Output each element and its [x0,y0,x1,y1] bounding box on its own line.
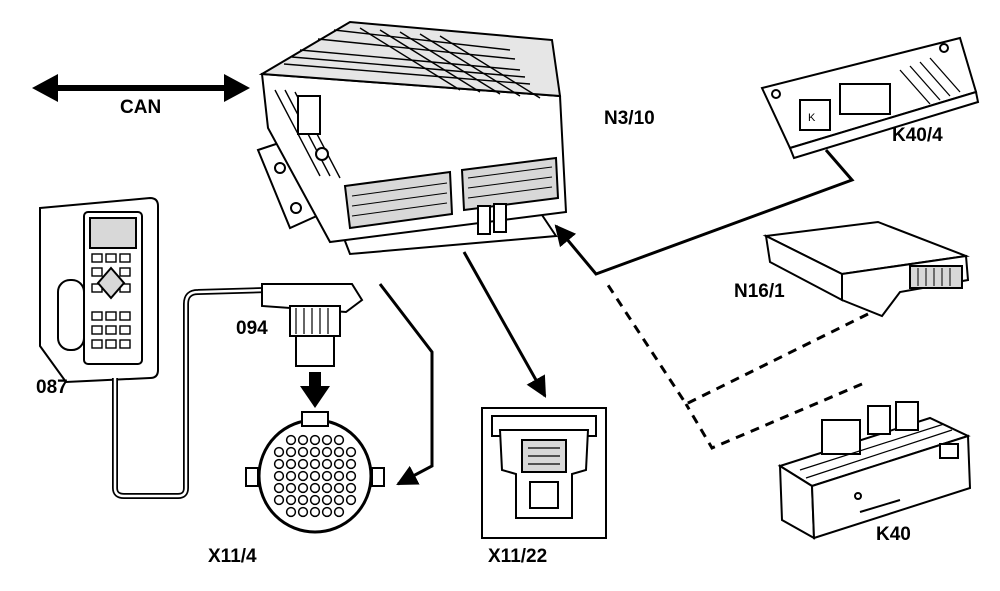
label-can: CAN [120,97,162,118]
hand-tester-087 [39,196,159,384]
socket-pin-hole [321,506,333,518]
label-k40-4: K40/4 [892,125,943,146]
socket-pin-hole [333,446,345,458]
socket-pin-hole [309,470,321,482]
connector-x11-22 [481,407,607,539]
relay-block-k40 [777,401,972,540]
socket-pins [273,434,357,518]
socket-pin-hole [273,458,285,470]
label-087: 087 [36,377,68,398]
label-x11-4: X11/4 [208,546,257,567]
socket-pin-hole [309,446,321,458]
socket-pin-hole [321,482,333,494]
label-094: 094 [236,318,268,339]
socket-pin-hole [345,446,357,458]
socket-pin-hole [333,506,345,518]
socket-pin-hole [345,458,357,470]
relay-k-marking: K [808,112,816,124]
socket-pin-hole [285,482,297,494]
relay-module-k40-4: K [760,36,980,160]
lead-n16-1-dashed [604,281,869,406]
socket-pin-hole [333,482,345,494]
socket-pin-hole [285,458,297,470]
control-unit-n3-10 [256,20,568,256]
socket-pin-hole [273,494,285,506]
socket-pin-hole [309,506,321,518]
socket-pin-hole [273,446,285,458]
lead-n3-10-to-x11-4 [378,283,434,486]
label-n16-1: N16/1 [734,281,785,302]
socket-pin-hole [297,470,309,482]
socket-pin-hole [333,470,345,482]
socket-pin-hole [297,434,309,446]
socket-pin-hole [345,470,357,482]
socket-pin-hole [309,494,321,506]
diagnostic-socket-x11-4 [245,411,385,534]
socket-pin-hole [333,458,345,470]
socket-pin-hole [309,458,321,470]
socket-pin-hole [321,446,333,458]
socket-pin-hole [273,482,285,494]
socket-pin-hole [285,446,297,458]
socket-pin-hole [285,434,297,446]
socket-pin-hole [297,458,309,470]
lead-k40-dashed [684,382,863,450]
socket-pin-hole [321,494,333,506]
adapter-plug-094 [261,283,364,367]
socket-pin-hole [309,482,321,494]
socket-pin-hole [345,482,357,494]
socket-pin-hole [297,446,309,458]
label-n3-10: N3/10 [604,108,655,129]
socket-pin-hole [345,494,357,506]
dashed-leads [604,281,869,450]
socket-pin-hole [333,494,345,506]
socket-pin-hole [297,482,309,494]
wiring-leads [378,149,855,486]
socket-pin-hole [321,458,333,470]
socket-pin-hole [285,506,297,518]
socket-pin-hole [285,470,297,482]
socket-pin-hole [285,494,297,506]
control-module-n16-1 [762,220,970,318]
label-x11-22: X11/22 [488,546,548,567]
socket-pin-hole [297,494,309,506]
socket-pin-hole [273,470,285,482]
socket-pin-hole [309,434,321,446]
lead-n3-10-to-x11-22 [462,251,547,398]
can-bus-arrow [32,74,250,102]
lead-k40-4-to-n3-10 [554,149,855,276]
label-k40: K40 [876,524,911,545]
socket-pin-hole [321,470,333,482]
plug-in-arrow [300,372,330,408]
socket-pin-hole [297,506,309,518]
socket-pin-hole [333,434,345,446]
socket-pin-hole [321,434,333,446]
